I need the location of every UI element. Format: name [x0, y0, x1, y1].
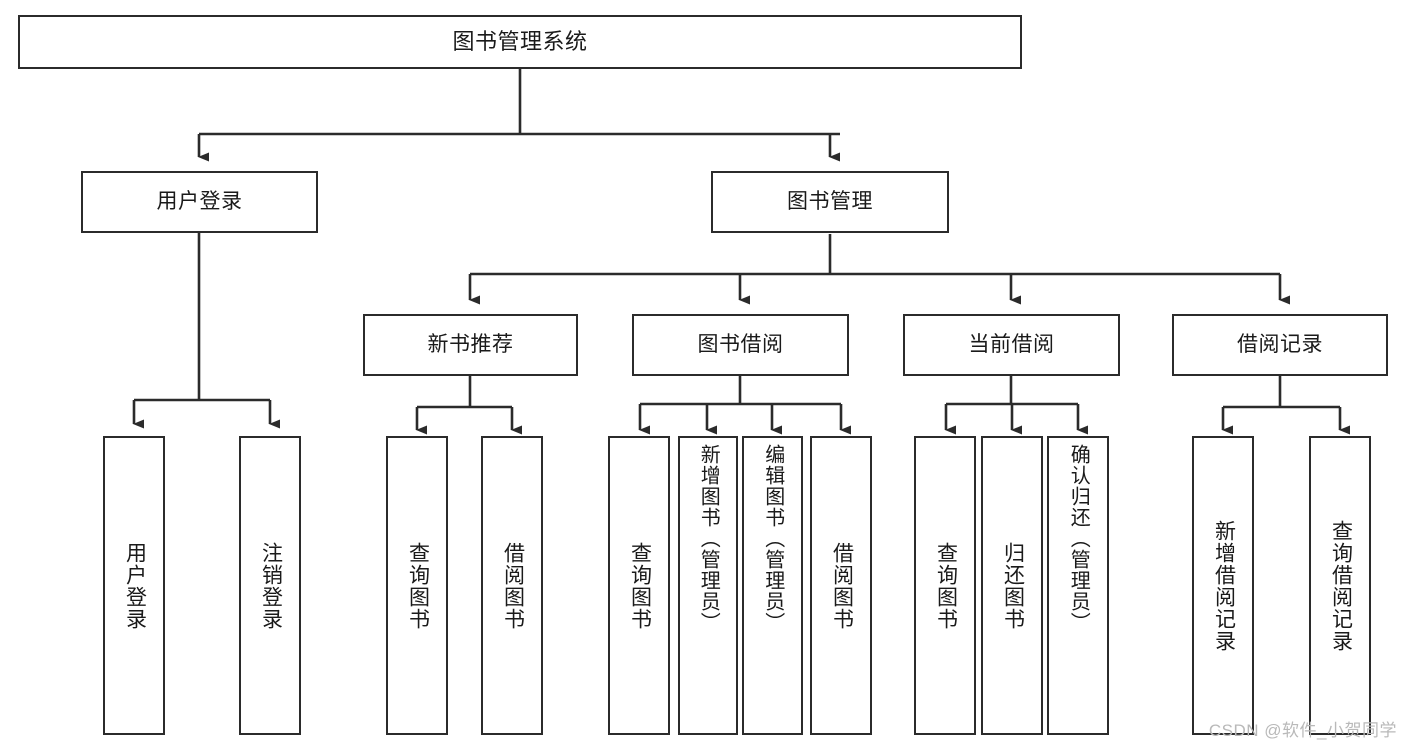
- node-new-book-recommend[interactable]: 新书推荐: [363, 314, 578, 376]
- node-label: 借阅图书: [501, 541, 525, 630]
- node-label: 查询借阅记录: [1329, 519, 1353, 652]
- node-leaf-logout-login[interactable]: 注销登录: [239, 436, 301, 735]
- node-label: 借阅图书: [830, 541, 854, 630]
- node-label: 查询图书: [934, 541, 958, 630]
- node-label: 用户登录: [156, 190, 243, 214]
- node-label: 查询图书: [628, 541, 652, 630]
- node-book-borrow[interactable]: 图书借阅: [632, 314, 849, 376]
- node-label: 注销登录: [259, 541, 283, 630]
- node-leaf-borrow-book-1[interactable]: 借阅图书: [481, 436, 543, 735]
- node-label: 图书借阅: [697, 333, 784, 357]
- node-leaf-confirm-return[interactable]: 确认归还（管理员）: [1047, 436, 1109, 735]
- node-user-login[interactable]: 用户登录: [81, 171, 318, 233]
- node-label: 编辑图书（管理员）: [761, 444, 784, 633]
- node-book-manage[interactable]: 图书管理: [711, 171, 949, 233]
- node-leaf-query-record[interactable]: 查询借阅记录: [1309, 436, 1371, 735]
- node-label: 图书管理: [787, 190, 873, 214]
- node-label: 确认归还（管理员）: [1067, 444, 1090, 633]
- node-label: 新书推荐: [427, 333, 514, 357]
- node-leaf-add-record[interactable]: 新增借阅记录: [1192, 436, 1254, 735]
- node-current-borrow[interactable]: 当前借阅: [903, 314, 1120, 376]
- node-label: 用户登录: [123, 541, 147, 630]
- node-leaf-borrow-book-2[interactable]: 借阅图书: [810, 436, 872, 735]
- node-label: 当前借阅: [968, 333, 1055, 357]
- node-leaf-add-book[interactable]: 新增图书（管理员）: [678, 436, 738, 735]
- node-leaf-query-book-3[interactable]: 查询图书: [914, 436, 976, 735]
- node-label: 新增借阅记录: [1212, 519, 1236, 652]
- node-leaf-return-book[interactable]: 归还图书: [981, 436, 1043, 735]
- node-label: 图书管理系统: [452, 28, 588, 54]
- node-label: 查询图书: [406, 541, 430, 630]
- node-label: 新增图书（管理员）: [697, 444, 720, 633]
- node-label: 借阅记录: [1237, 333, 1323, 357]
- node-label: 归还图书: [1001, 541, 1025, 630]
- node-borrow-record[interactable]: 借阅记录: [1172, 314, 1388, 376]
- node-leaf-query-book-1[interactable]: 查询图书: [386, 436, 448, 735]
- node-leaf-edit-book[interactable]: 编辑图书（管理员）: [742, 436, 803, 735]
- watermark-text: CSDN @软件_小贺同学: [1208, 721, 1397, 740]
- node-root-book-management-system[interactable]: 图书管理系统: [18, 15, 1022, 69]
- node-leaf-user-login[interactable]: 用户登录: [103, 436, 165, 735]
- node-leaf-query-book-2[interactable]: 查询图书: [608, 436, 670, 735]
